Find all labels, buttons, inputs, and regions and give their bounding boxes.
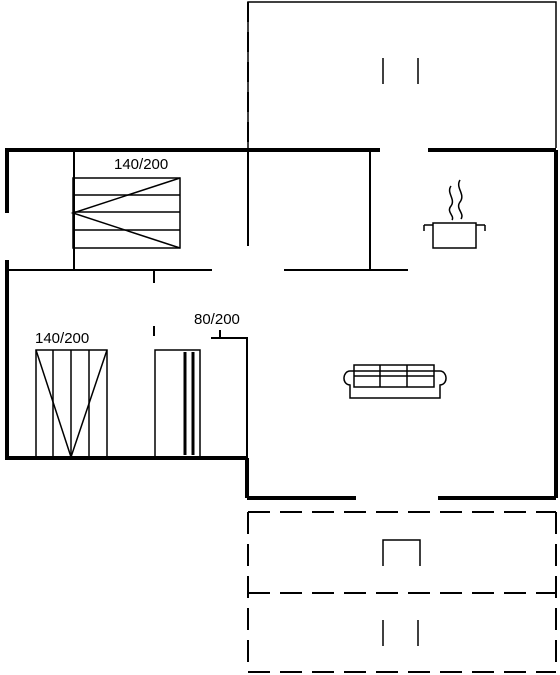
bed-left-label: 140/200: [35, 330, 89, 347]
sofa-icon: [343, 364, 447, 399]
bed-left: [35, 349, 108, 460]
bed-top-label: 140/200: [114, 156, 168, 173]
cooking-pot-icon: [423, 179, 486, 249]
bed-small-label: 80/200: [194, 311, 240, 328]
exterior-walls: [5, 148, 558, 500]
terrace-top: [247, 1, 557, 148]
bed-small: [154, 349, 201, 458]
terrace-bottom: [247, 511, 557, 673]
bed-top: [70, 177, 181, 249]
interior-walls: [7, 150, 408, 458]
